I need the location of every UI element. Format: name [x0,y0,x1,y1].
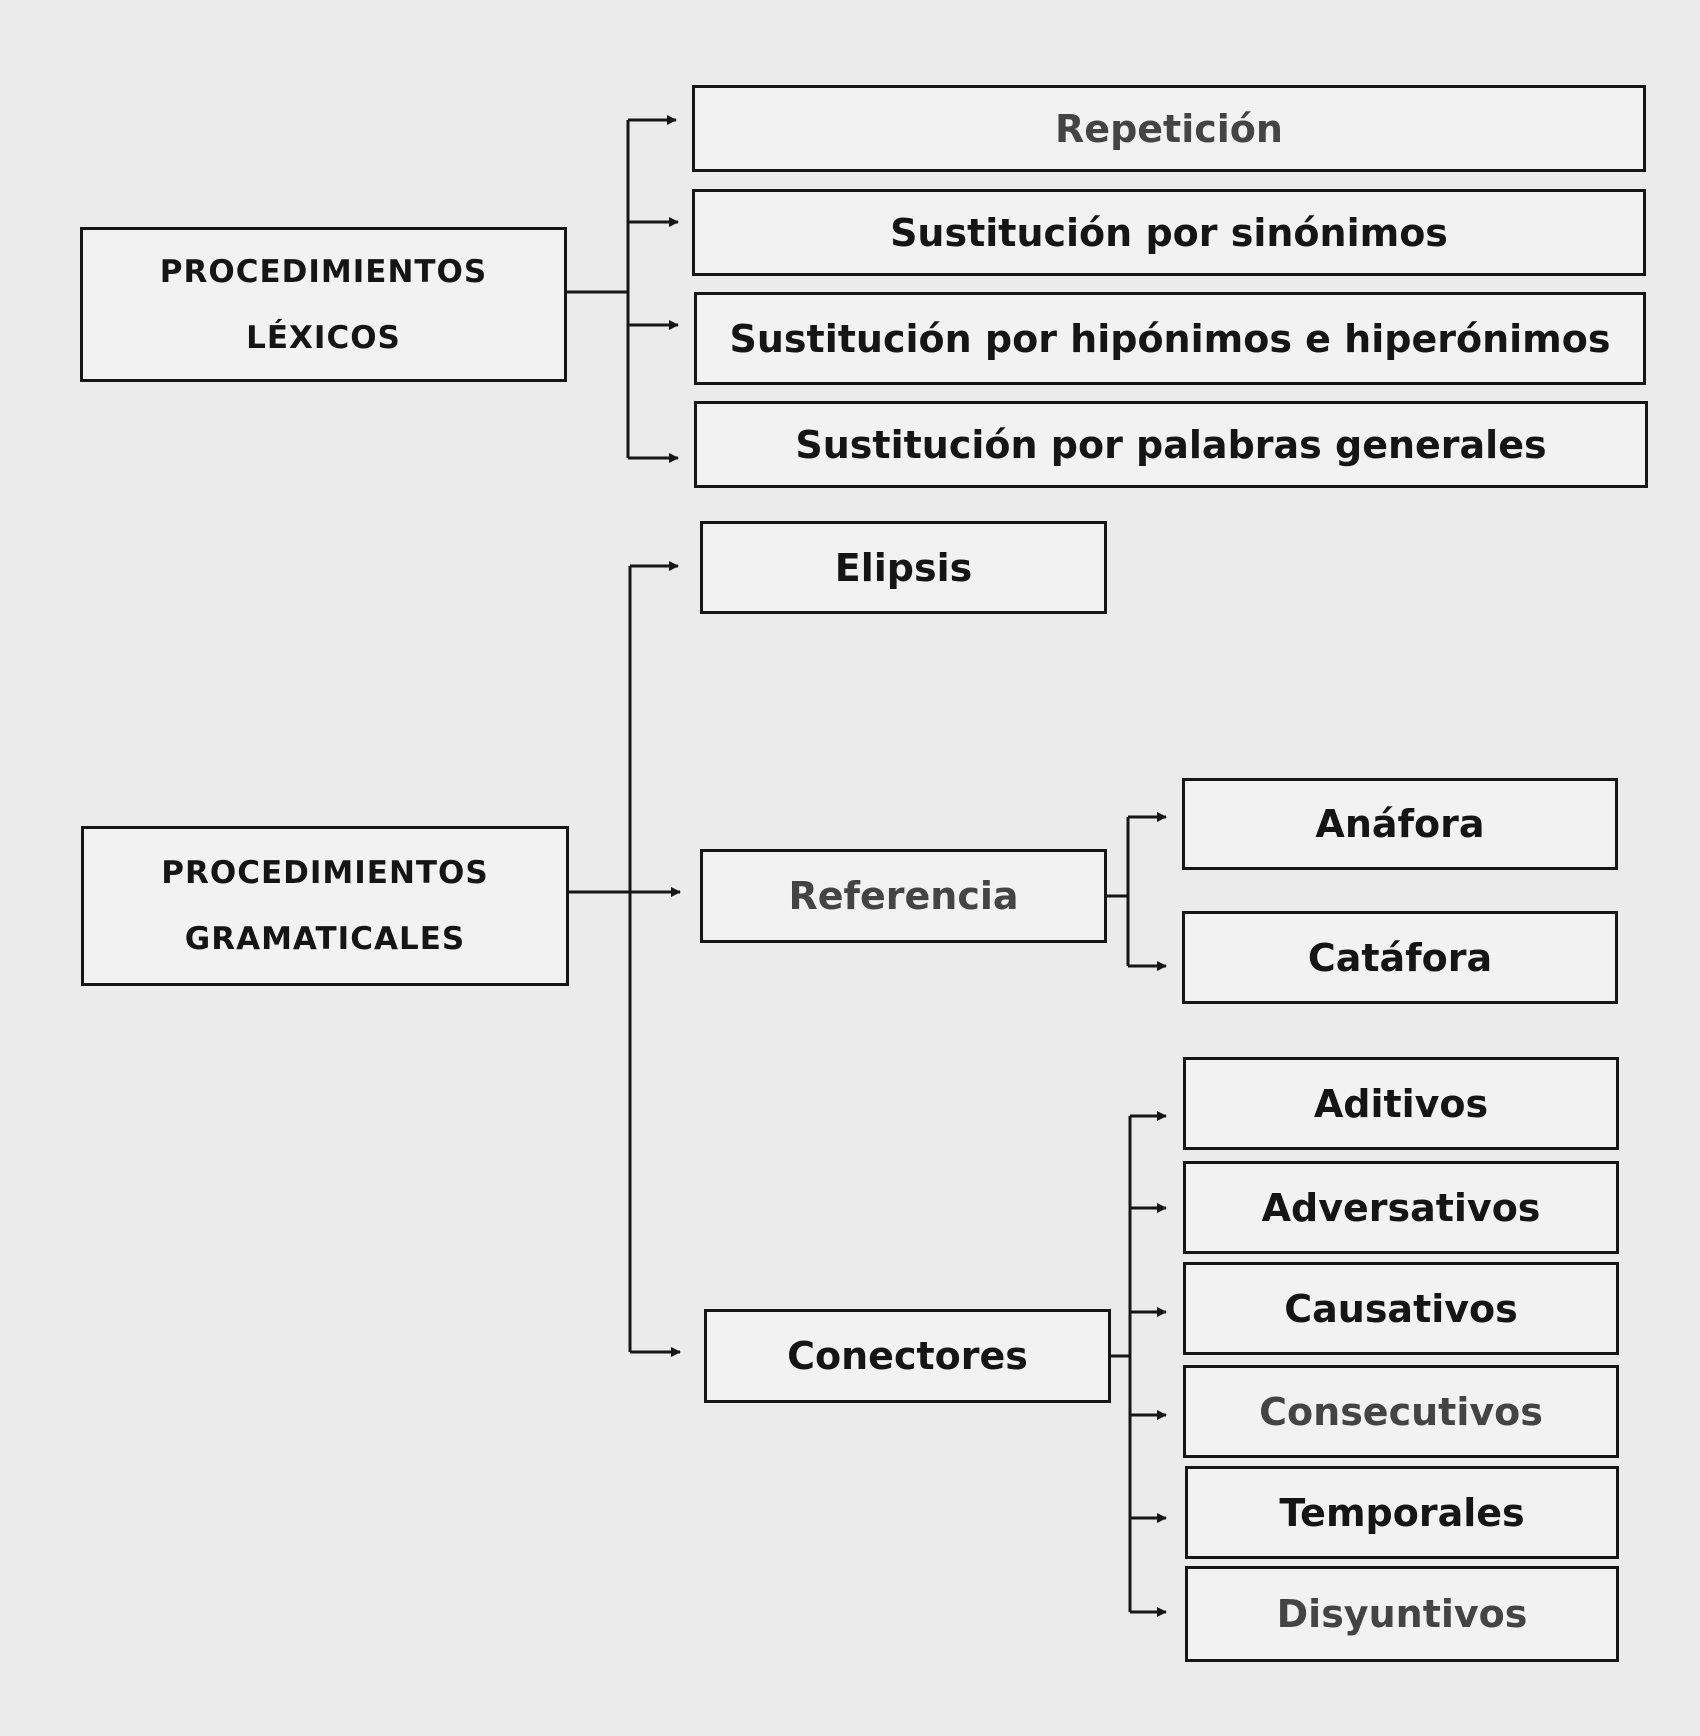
repeticion-label: Repetición [1055,106,1283,151]
repeticion-box: Repetición [692,85,1646,172]
anafora-box: Anáfora [1182,778,1618,870]
adversativos-label: Adversativos [1261,1185,1541,1230]
conectores-label: Conectores [787,1334,1028,1378]
referencia-box: Referencia [700,849,1107,943]
causativos-box: Causativos [1183,1262,1619,1355]
procedimientos-lexicos-line2: LÉXICOS [246,319,401,356]
consecutivos-box: Consecutivos [1183,1365,1619,1458]
consecutivos-label: Consecutivos [1259,1389,1543,1434]
temporales-label: Temporales [1279,1490,1525,1535]
referencia-label: Referencia [788,874,1019,918]
disyuntivos-box: Disyuntivos [1185,1566,1619,1662]
temporales-box: Temporales [1185,1466,1619,1559]
hiponimos-hiperonimos-label: Sustitución por hipónimos e hiperónimos [729,316,1611,361]
procedimientos-lexicos-line1: PROCEDIMIENTOS [159,253,488,290]
conectores-box: Conectores [704,1309,1111,1403]
anafora-label: Anáfora [1315,802,1485,846]
palabras-generales-box: Sustitución por palabras generales [694,401,1648,488]
elipsis-box: Elipsis [700,521,1107,614]
catafora-box: Catáfora [1182,911,1618,1004]
procedimientos-gramaticales-line1: PROCEDIMIENTOS [161,855,489,891]
procedimientos-gramaticales-box: PROCEDIMIENTOS GRAMATICALES [81,826,569,986]
palabras-generales-label: Sustitución por palabras generales [795,422,1547,467]
procedimientos-gramaticales-line2: GRAMATICALES [184,921,466,957]
hiponimos-hiperonimos-box: Sustitución por hipónimos e hiperónimos [694,292,1646,385]
elipsis-label: Elipsis [834,545,973,590]
causativos-label: Causativos [1284,1286,1518,1331]
aditivos-label: Aditivos [1313,1081,1489,1126]
catafora-label: Catáfora [1307,935,1493,980]
procedimientos-lexicos-box: PROCEDIMIENTOS LÉXICOS [80,227,567,382]
aditivos-box: Aditivos [1183,1057,1619,1150]
sinonimos-box: Sustitución por sinónimos [692,189,1646,276]
adversativos-box: Adversativos [1183,1161,1619,1254]
disyuntivos-label: Disyuntivos [1276,1592,1528,1636]
sinonimos-label: Sustitución por sinónimos [890,210,1448,255]
